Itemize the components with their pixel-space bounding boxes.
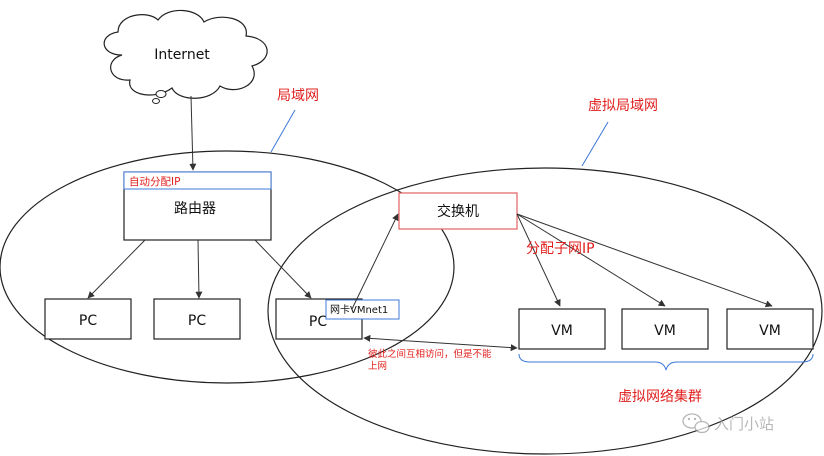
vm-label-1: VM: [551, 323, 573, 339]
vm-cluster-brace: [518, 353, 814, 371]
vlan-ellipse: [267, 167, 823, 455]
lan-label: 局域网: [277, 88, 319, 104]
router-ip-note: 自动分配IP: [129, 175, 180, 188]
watermark: 入门小站: [682, 413, 774, 434]
switch-vm2-link: [516, 213, 666, 307]
cluster-label: 虚拟网络集群: [618, 388, 702, 405]
nic-label: 网卡VMnet1: [330, 303, 388, 316]
switch-box: 交换机: [398, 192, 518, 230]
cloud-label: Internet: [154, 47, 210, 63]
pc-box-2: PC: [153, 298, 241, 340]
pc-label-2: PC: [188, 313, 206, 329]
internet-router-link: [189, 95, 197, 171]
switch-vm1-link: [516, 213, 561, 307]
pc-switch-link: [351, 213, 399, 310]
router-pc2-link: [195, 239, 203, 299]
vm-label-2: VM: [654, 323, 676, 339]
access-note-line1: 彼此之间互相访问，但是不能: [368, 348, 492, 360]
vm-box-1: VM: [518, 308, 606, 350]
nic-box: [325, 299, 400, 320]
lan-ellipse: [0, 150, 455, 384]
pc-vm-access-arrow: [363, 334, 518, 352]
router-pc1-link: [87, 239, 146, 299]
router-pc3-link: [254, 239, 312, 299]
vlan-label: 虚拟局域网: [588, 98, 658, 114]
router-ip-note-box: [123, 171, 272, 190]
subnet-note: 分配子网IP: [526, 241, 595, 257]
pc-label-1: PC: [79, 313, 97, 329]
watermark-text: 入门小站: [714, 415, 774, 433]
pc-box-1: PC: [44, 298, 132, 340]
wechat-icon: [682, 413, 710, 434]
pc-box-3: PC 网卡VMnet1: [275, 298, 400, 340]
router-box: 自动分配IP 路由器: [123, 171, 272, 241]
vm-box-2: VM: [621, 308, 709, 350]
vm-box-3: VM: [726, 308, 814, 350]
vlan-label-pointer: [581, 121, 609, 167]
pc-label-3: PC: [309, 314, 327, 330]
vm-label-3: VM: [759, 323, 781, 339]
internet-cloud: Internet: [103, 9, 268, 104]
lan-label-pointer: [270, 109, 296, 153]
switch-label: 交换机: [437, 203, 479, 220]
switch-vm3-link: [516, 213, 773, 308]
access-note-line2: 上网: [368, 361, 387, 372]
router-label: 路由器: [174, 201, 216, 217]
